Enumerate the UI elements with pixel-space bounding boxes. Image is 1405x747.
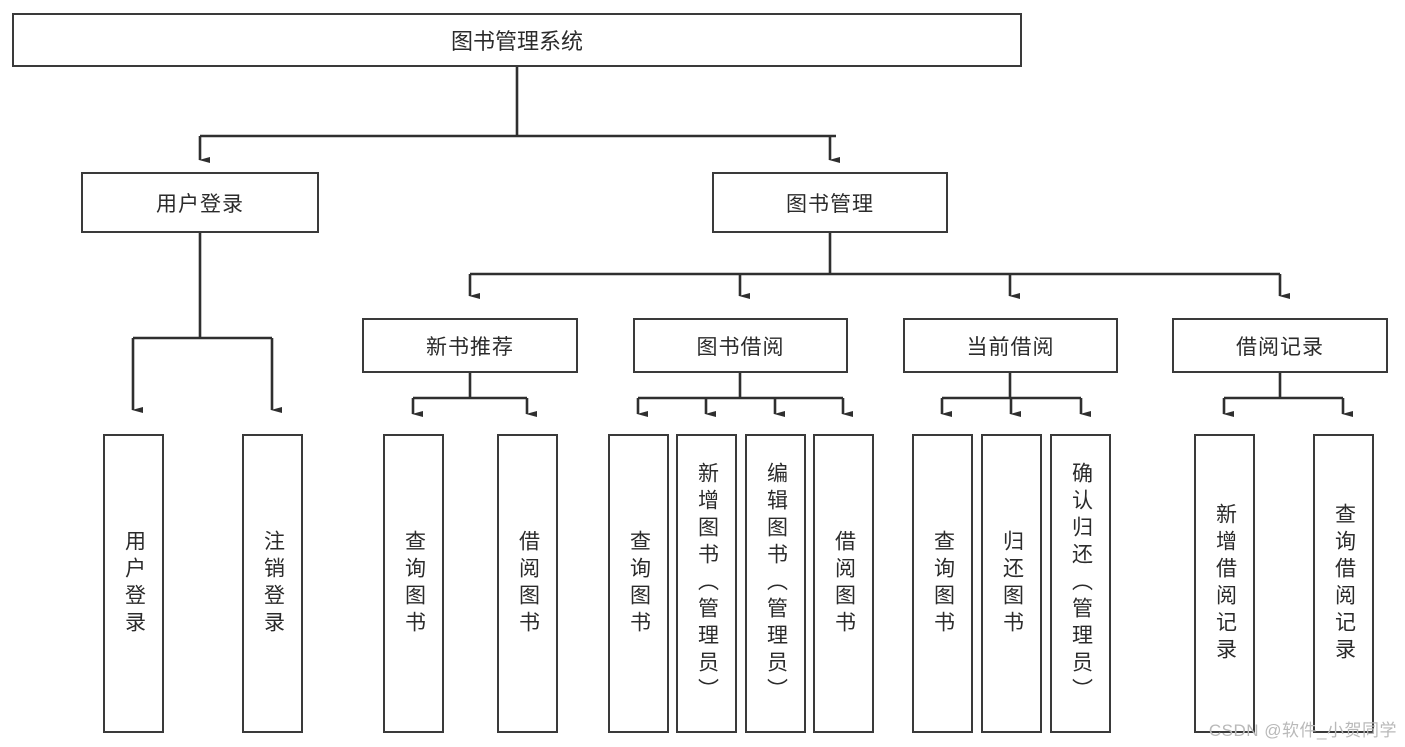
node-label: 用户登录 xyxy=(156,192,244,216)
node-book-borrow[interactable]: 图书借阅 xyxy=(633,318,848,373)
node-label: 确认归还（管理员） xyxy=(1069,462,1093,705)
leaf-return-book[interactable]: 归还图书 xyxy=(981,434,1042,733)
leaf-query-book-new[interactable]: 查询图书 xyxy=(383,434,444,733)
node-label: 查询图书 xyxy=(627,529,651,638)
node-current-borrow[interactable]: 当前借阅 xyxy=(903,318,1118,373)
leaf-add-book-admin[interactable]: 新增图书（管理员） xyxy=(676,434,737,733)
leaf-edit-book-admin[interactable]: 编辑图书（管理员） xyxy=(745,434,806,733)
node-label: 新增图书（管理员） xyxy=(695,462,719,705)
node-label: 查询图书 xyxy=(931,529,955,638)
leaf-add-borrow-record[interactable]: 新增借阅记录 xyxy=(1194,434,1255,733)
node-new-book-recommend[interactable]: 新书推荐 xyxy=(362,318,578,373)
node-label: 图书管理 xyxy=(786,192,874,216)
node-label: 归还图书 xyxy=(1000,529,1024,638)
node-label: 用户登录 xyxy=(122,529,146,638)
node-root-book-management-system[interactable]: 图书管理系统 xyxy=(12,13,1022,67)
node-book-manage[interactable]: 图书管理 xyxy=(712,172,948,233)
leaf-query-borrow-record[interactable]: 查询借阅记录 xyxy=(1313,434,1374,733)
node-label: 借阅记录 xyxy=(1236,335,1324,359)
leaf-query-book-current[interactable]: 查询图书 xyxy=(912,434,973,733)
node-label: 新书推荐 xyxy=(426,335,514,359)
leaf-confirm-return-admin[interactable]: 确认归还（管理员） xyxy=(1050,434,1111,733)
watermark: CSDN @软件_小贺同学 xyxy=(1208,721,1397,740)
node-label: 查询图书 xyxy=(402,529,426,638)
leaf-user-login[interactable]: 用户登录 xyxy=(103,434,164,733)
node-label: 查询借阅记录 xyxy=(1332,502,1356,665)
node-label: 当前借阅 xyxy=(966,335,1055,359)
node-label: 图书管理系统 xyxy=(450,29,583,54)
node-user-login[interactable]: 用户登录 xyxy=(81,172,319,233)
node-label: 借阅图书 xyxy=(516,529,540,638)
node-label: 新增借阅记录 xyxy=(1213,502,1237,665)
node-label: 编辑图书（管理员） xyxy=(764,462,788,705)
node-label: 图书借阅 xyxy=(696,335,785,359)
leaf-borrow-book[interactable]: 借阅图书 xyxy=(813,434,874,733)
leaf-logout[interactable]: 注销登录 xyxy=(242,434,303,733)
node-borrow-record[interactable]: 借阅记录 xyxy=(1172,318,1388,373)
node-label: 注销登录 xyxy=(261,529,285,638)
leaf-query-book-borrow[interactable]: 查询图书 xyxy=(608,434,669,733)
node-label: 借阅图书 xyxy=(832,529,856,638)
leaf-borrow-book-new[interactable]: 借阅图书 xyxy=(497,434,558,733)
